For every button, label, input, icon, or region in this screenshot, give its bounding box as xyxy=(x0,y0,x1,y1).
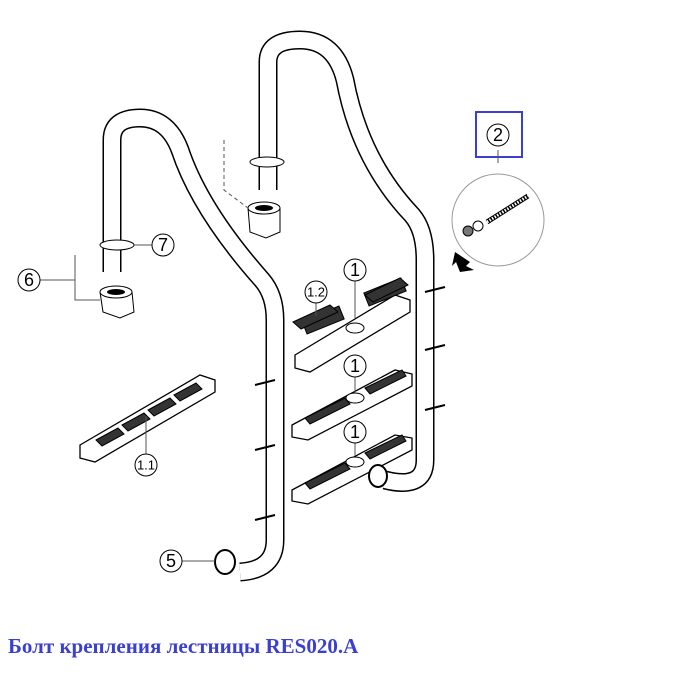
step-bottom xyxy=(291,434,413,505)
callout-1-top: 1 xyxy=(343,258,367,318)
caption-title: Болт крепления лестницы RES020.A xyxy=(8,634,359,658)
svg-text:1: 1 xyxy=(350,422,360,442)
step-middle xyxy=(291,369,413,441)
callout-1-middle: 1 xyxy=(343,354,367,392)
callout-7: 7 xyxy=(134,233,175,257)
bolt-detail xyxy=(451,111,545,272)
end-cap-right xyxy=(368,464,388,488)
anchor-right xyxy=(223,140,281,239)
callout-5: 5 xyxy=(159,549,215,573)
svg-text:2: 2 xyxy=(493,125,503,145)
callout-1-2: 1.2 xyxy=(304,280,328,316)
tread-pads xyxy=(292,277,409,330)
svg-text:6: 6 xyxy=(24,270,34,290)
escutcheon-right xyxy=(249,156,285,168)
bolts xyxy=(254,286,446,521)
callout-6: 6 xyxy=(17,268,75,292)
right-handrail xyxy=(258,30,435,492)
callout-2: 2 xyxy=(486,123,510,147)
highlight-box xyxy=(475,111,523,158)
svg-text:1: 1 xyxy=(350,356,360,376)
svg-text:5: 5 xyxy=(166,551,176,571)
svg-text:1.2: 1.2 xyxy=(307,285,325,300)
callout-1-bottom: 1 xyxy=(343,420,367,456)
left-handrail xyxy=(102,108,285,582)
anchor-left xyxy=(74,255,135,319)
end-cap-left xyxy=(214,549,236,575)
callout-1-1: 1.1 xyxy=(134,416,158,477)
arrow-icon xyxy=(452,252,474,272)
step-alternative xyxy=(79,374,216,463)
escutcheon-left xyxy=(99,239,135,251)
svg-text:7: 7 xyxy=(158,235,168,255)
svg-text:1.1: 1.1 xyxy=(137,458,155,473)
svg-text:1: 1 xyxy=(350,260,360,280)
